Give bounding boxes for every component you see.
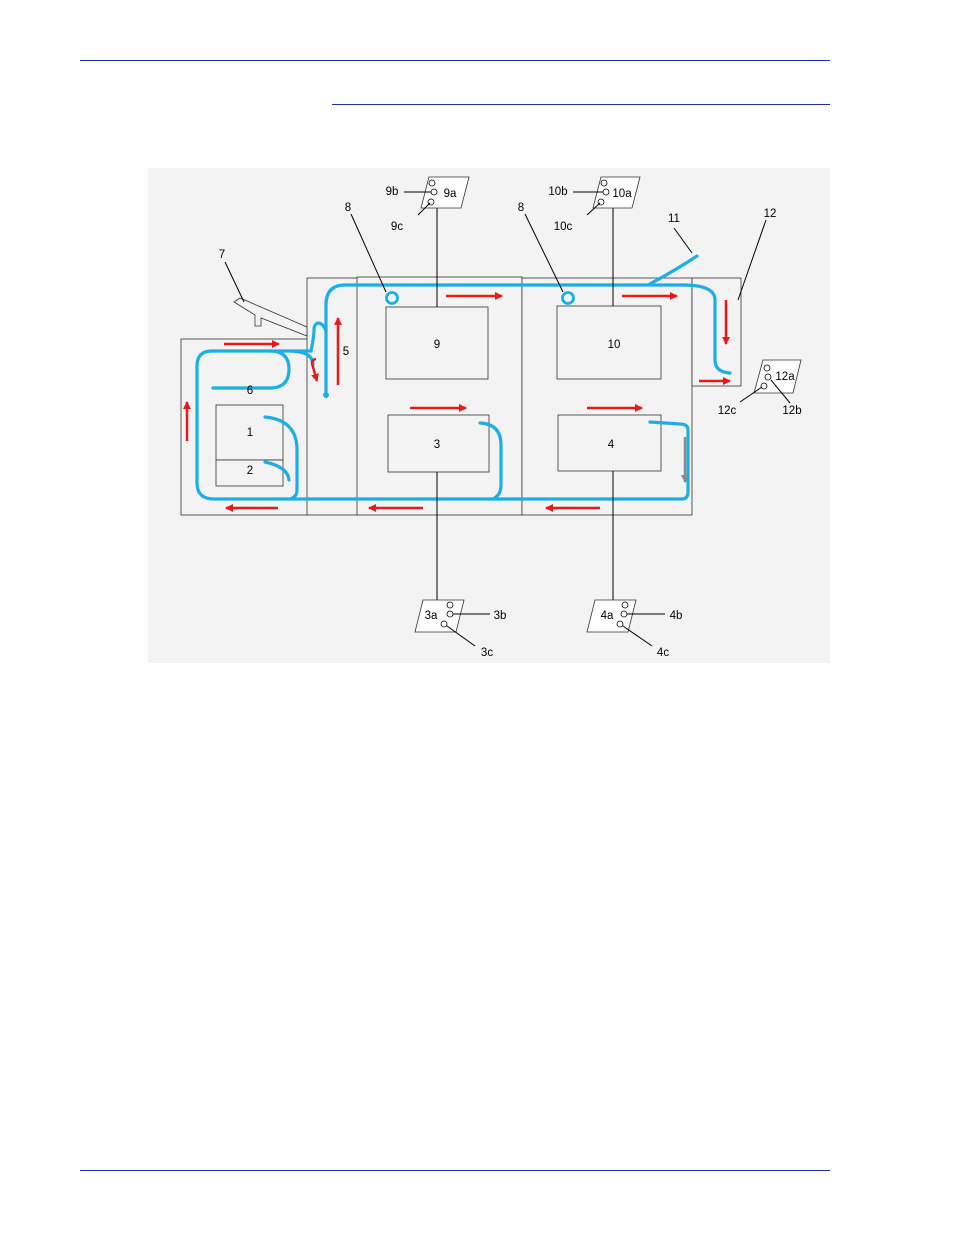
unit-9 [385,306,489,380]
label-7: 7 [219,249,225,261]
label-9b: 9b [386,186,399,198]
control-panel-9 [404,176,470,216]
leader-7 [224,261,245,303]
label-12c: 12c [718,405,737,417]
paper-path-figure: 1 2 3 4 5 6 7 8 8 9 10 11 12 9a 9b 9c 10… [148,168,830,663]
registration-loop-1 [385,291,399,305]
feeder-loop-path [195,349,291,501]
label-3b: 3b [494,610,507,622]
unit-10 [556,305,662,380]
tray-2-exit-path [263,460,291,482]
upper-transport-path [324,283,732,398]
flow-arrow-down [310,357,319,382]
label-12: 12 [764,208,777,220]
path-junction-dot [323,392,329,398]
label-10a: 10a [612,188,632,200]
label-5: 5 [343,346,349,358]
unit-4 [557,414,662,472]
header-rule [80,60,830,61]
bypass-tray [233,297,308,337]
label-8a: 8 [345,202,351,214]
label-4c: 4c [657,647,669,659]
section-heading-rule [332,104,830,105]
unit-3 [387,414,490,473]
control-panel-12 [739,359,802,404]
label-10: 10 [608,339,621,351]
leader-8a [350,213,387,293]
engine-1-lower-path [478,421,503,501]
label-9c: 9c [391,221,403,233]
label-9a: 9a [444,188,457,200]
label-4: 4 [608,439,615,451]
leader-12 [737,219,767,301]
tray-1-exit-path [263,415,299,501]
exit-path-11 [646,254,699,287]
label-11: 11 [668,213,680,225]
interface-module [306,277,359,516]
label-6: 6 [247,385,253,397]
label-3: 3 [434,439,440,451]
label-3c: 3c [481,647,493,659]
label-3a: 3a [425,610,438,622]
label-9: 9 [434,339,440,351]
label-12a: 12a [775,371,795,383]
label-1: 1 [247,427,253,439]
leader-11 [673,227,693,254]
label-10b: 10b [548,186,567,198]
footer-rule [80,1170,830,1171]
control-panel-3 [414,599,490,647]
leader-8b [524,213,564,293]
label-4a: 4a [601,610,614,622]
paper-path-diagram: 1 2 3 4 5 6 7 8 8 9 10 11 12 9a 9b 9c 10… [180,176,802,659]
label-10c: 10c [554,221,573,233]
label-2: 2 [247,465,253,477]
control-panel-10 [573,176,641,216]
registration-loop-2 [561,291,575,305]
control-panel-4 [586,599,665,647]
main-paper-path [280,420,690,501]
tray-unit-1 [215,404,284,461]
label-12b: 12b [782,405,801,417]
label-8b: 8 [518,202,524,214]
label-4b: 4b [670,610,683,622]
